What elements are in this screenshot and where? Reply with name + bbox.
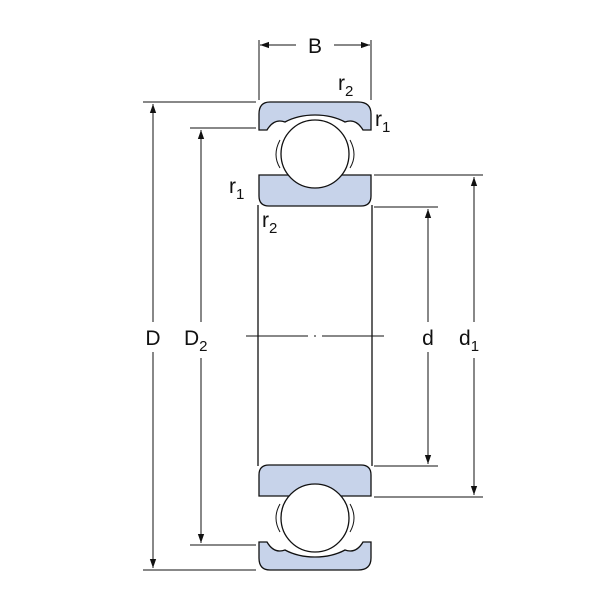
top-inner-ring (258, 174, 372, 207)
bottom-inner-ring (258, 464, 372, 497)
bottom-outer-ring (258, 541, 372, 571)
extension-lines (143, 40, 483, 571)
bottom-cage-left (275, 503, 281, 533)
label-backgrounds (140, 322, 493, 358)
bottom-section (258, 464, 372, 571)
top-cage-right (349, 139, 355, 169)
label-D2: D2 (184, 327, 208, 355)
label-r2-top: r2 (338, 72, 353, 100)
label-r2-bottom: r2 (262, 209, 277, 237)
top-outer-ring (258, 101, 372, 131)
label-D: D (145, 327, 160, 350)
label-r1-left: r1 (229, 175, 244, 203)
label-d: d (422, 327, 434, 350)
label-r1-top: r1 (375, 108, 390, 136)
top-ball (280, 119, 350, 189)
bottom-cage-right (349, 503, 355, 533)
label-B: B (308, 35, 322, 58)
label-d1: d1 (459, 327, 479, 355)
top-cage-left (275, 139, 281, 169)
bottom-ball (280, 483, 350, 553)
top-section (258, 101, 372, 207)
